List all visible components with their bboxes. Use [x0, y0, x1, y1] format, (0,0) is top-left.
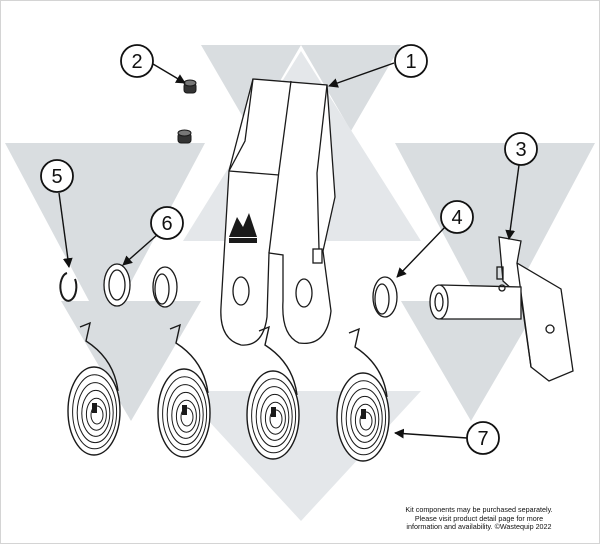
footnote-line-1: Kit components may be purchased separate…	[405, 505, 553, 514]
torsion-spring-4	[336, 327, 390, 462]
washer-and-bushing	[103, 263, 178, 308]
bracket-mountain-logo	[229, 213, 257, 243]
pivot-shaft-plate	[429, 236, 574, 382]
callout-1: 1	[394, 44, 428, 78]
torsion-spring-1	[67, 321, 121, 456]
bushing	[372, 276, 398, 318]
callout-2-number: 2	[131, 51, 142, 73]
callout-1-number: 1	[405, 51, 416, 73]
callout-2: 2	[120, 44, 154, 78]
callout-4: 4	[440, 200, 474, 234]
callout-5-number: 5	[51, 166, 62, 188]
callout-3: 3	[504, 132, 538, 166]
callout-7-number: 7	[477, 428, 488, 450]
torsion-spring-2	[157, 323, 211, 458]
main-arm-bracket	[220, 78, 336, 346]
callout-7: 7	[466, 421, 500, 455]
torsion-spring-3	[246, 325, 300, 460]
torsion-springs	[67, 321, 390, 462]
callout-3-number: 3	[515, 139, 526, 161]
footnote: Kit components may be purchased separate…	[369, 505, 589, 532]
callout-leaders	[58, 62, 520, 439]
set-screws	[177, 79, 197, 144]
callout-6: 6	[150, 206, 184, 240]
callout-5: 5	[40, 159, 74, 193]
footnote-line-3: information and availability. ©Wastequip…	[406, 522, 552, 532]
callout-4-number: 4	[451, 207, 462, 229]
footnote-line-2: Please visit product detail page for mor…	[414, 513, 544, 523]
callout-6-number: 6	[161, 213, 172, 235]
snap-ring	[59, 272, 78, 302]
